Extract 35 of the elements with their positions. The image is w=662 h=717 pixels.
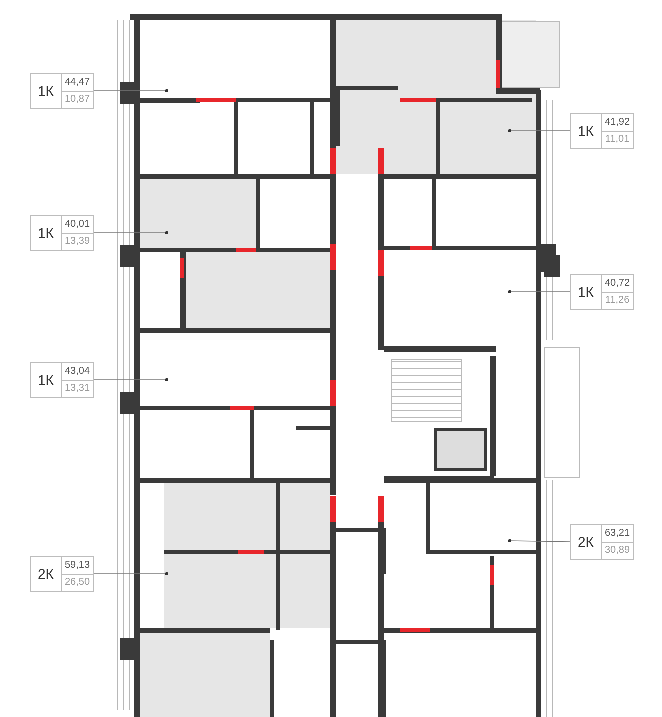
apartment-type: 1К bbox=[571, 275, 602, 309]
leader-line bbox=[508, 290, 570, 294]
apartment-type: 1К bbox=[571, 114, 602, 148]
leader-line bbox=[94, 378, 169, 382]
living-area: 11,01 bbox=[602, 130, 633, 148]
living-area: 11,26 bbox=[602, 292, 633, 309]
apartment-tag bbox=[30, 362, 94, 398]
living-area: 13,39 bbox=[62, 232, 93, 250]
apartment-type: 2К bbox=[31, 557, 62, 591]
apartment-type: 1К bbox=[31, 363, 62, 397]
leader-line bbox=[94, 572, 169, 576]
apartment-type: 1К bbox=[31, 216, 62, 250]
apartment-type: 2К bbox=[571, 525, 602, 559]
total-area: 40,01 bbox=[62, 216, 93, 232]
apartment-tag bbox=[30, 215, 94, 251]
living-area: 13,31 bbox=[62, 380, 93, 397]
total-area: 41,92 bbox=[602, 114, 633, 130]
apartment-type: 1К bbox=[31, 74, 62, 108]
leader-line bbox=[94, 231, 169, 235]
leader-line bbox=[94, 89, 169, 93]
total-area: 63,21 bbox=[602, 525, 633, 542]
living-area: 10,87 bbox=[62, 90, 93, 108]
living-area: 26,50 bbox=[62, 574, 93, 591]
apartment-tag bbox=[570, 113, 634, 149]
apartment-tag bbox=[30, 73, 94, 109]
total-area: 59,13 bbox=[62, 557, 93, 574]
total-area: 43,04 bbox=[62, 363, 93, 380]
leader-line bbox=[508, 129, 570, 133]
living-area: 30,89 bbox=[602, 542, 633, 559]
apartment-tag bbox=[30, 556, 94, 592]
total-area: 44,47 bbox=[62, 74, 93, 90]
apartment-tag bbox=[570, 524, 634, 560]
leader-line bbox=[508, 539, 570, 543]
total-area: 40,72 bbox=[602, 275, 633, 292]
apartment-tag bbox=[570, 274, 634, 310]
